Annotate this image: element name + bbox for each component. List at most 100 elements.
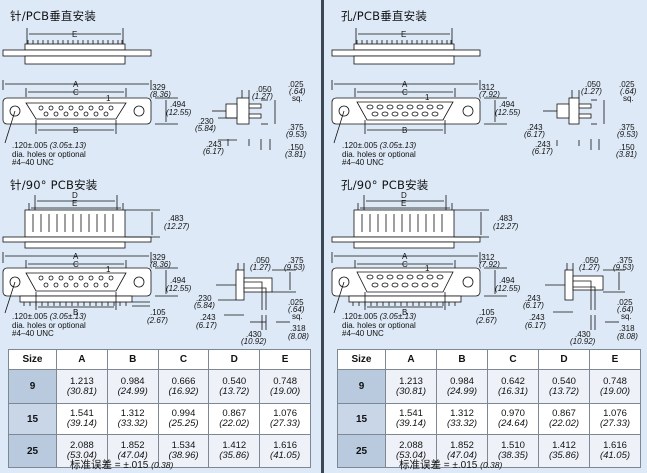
dim-329: .329 [150, 253, 166, 262]
dim-105: .105 [479, 308, 495, 317]
dim-318-mm: (8.08) [617, 332, 638, 341]
dim-025: .025 [288, 298, 304, 307]
dim-150: .150 [619, 143, 635, 152]
dim-025-mm: (.64) [617, 305, 634, 314]
dim-105: .105 [150, 308, 166, 317]
value-cell: 1.076(27.33) [589, 403, 641, 435]
dim-230: .230 [198, 117, 214, 126]
dim-375-mm: (9.53) [286, 130, 307, 139]
tolerance-label: 标准误差 [399, 459, 441, 471]
dim-025-mm: (.64) [288, 305, 305, 314]
dim-243: .243 [200, 313, 216, 322]
note-line-3: #4–40 UNC [12, 158, 54, 167]
note-line-1: .120±.005 (3.05±.13) [342, 312, 417, 321]
value-cell: 1.852(47.04) [106, 434, 159, 468]
dim-430: .430 [246, 330, 262, 339]
dim-243-b: .243 [535, 140, 551, 149]
dim-312-mm: (7.92) [479, 90, 500, 99]
dim-329-mm: (8.36) [150, 90, 171, 99]
dim-b-label: B [73, 126, 78, 135]
dim-243-mm: (6.17) [196, 321, 217, 330]
dim-050: .050 [585, 80, 601, 89]
dim-483: .483 [497, 214, 513, 223]
dim-c-label: C [402, 88, 408, 97]
value-cell: 0.642(16.31) [487, 369, 539, 404]
dim-483: .483 [168, 214, 184, 223]
dim-375-mm: (9.53) [613, 263, 634, 272]
dim-494: .494 [499, 100, 515, 109]
hole-note-bottom: .120±.005 (3.05±.13) dia. holes or optio… [12, 312, 86, 339]
dim-050-mm: (1.27) [250, 263, 271, 272]
dim-243-a: .243 [527, 123, 543, 132]
heading-socket-90: 孔/90° PCB安装 [341, 178, 429, 192]
dim-312: .312 [479, 83, 495, 92]
dim-494-mm: (12.55) [495, 284, 521, 293]
table-row: 9 1.213(30.81) 0.984(24.99) 0.666(16.92)… [8, 369, 311, 404]
dim-b-label: B [402, 126, 407, 135]
table-header: Size [337, 349, 386, 370]
value-cell: 2.088(53.04) [385, 434, 437, 468]
dim-a-label: A [402, 80, 408, 89]
dim-243-a-mm: (6.17) [523, 301, 544, 310]
hole-note-top: .120±.005 (3.05±.13) dia. holes or optio… [12, 141, 87, 168]
dim-243: .243 [206, 140, 222, 149]
dim-105-mm: (2.67) [147, 316, 168, 325]
note-line-1: .120±.005 (3.05±.13) [12, 141, 87, 150]
dim-025-mm: (.64) [289, 87, 306, 96]
table-row: 25 2.088(53.04) 1.852(47.04) 1.534(38.96… [8, 434, 311, 468]
value-cell: 0.867(22.02) [538, 403, 590, 435]
value-cell: 1.312(33.32) [436, 403, 488, 435]
value-cell: 1.412(35.86) [208, 434, 261, 468]
table-header: B [436, 349, 488, 370]
dim-375: .375 [288, 123, 304, 132]
table-header: C [157, 349, 210, 370]
note-line-2: dia. holes or optional [12, 149, 86, 159]
dim-494-mm: (12.55) [495, 108, 521, 117]
left-panel-pin: 针/PCB垂直安装 [0, 0, 318, 473]
dim-150-mm: (3.81) [616, 150, 637, 159]
dim-025: .025 [617, 298, 633, 307]
value-cell: 0.666(16.92) [157, 369, 210, 404]
tolerance-value: = ±.015 [114, 460, 149, 471]
value-cell: 1.541(39.14) [56, 403, 108, 435]
dim-a-label: A [402, 252, 408, 261]
dimension-table: Size A B C D E 9 1.213(30.81) 0.984(24.9… [337, 349, 641, 468]
value-cell: 1.076(27.33) [259, 403, 311, 435]
dim-025: .025 [619, 80, 635, 89]
dim-b-label: B [73, 308, 78, 317]
table-header: D [538, 349, 590, 370]
size-cell: 9 [337, 369, 386, 404]
dim-b-label: B [402, 308, 407, 317]
tolerance-label: 标准误差 [70, 459, 112, 471]
dim-230-mm: (5.84) [194, 301, 215, 310]
dim-025: .025 [288, 80, 304, 89]
dim-483-mm: (12.27) [493, 222, 519, 231]
dim-sq: sq. [292, 94, 303, 103]
value-cell: 0.748(19.00) [259, 369, 311, 404]
dim-430: .430 [575, 330, 591, 339]
dim-sq: sq. [623, 94, 634, 103]
value-cell: 1.312(33.32) [106, 403, 159, 435]
dim-318-mm: (8.08) [288, 332, 309, 341]
dim-050-mm: (1.27) [579, 263, 600, 272]
dim-150-mm: (3.81) [285, 150, 306, 159]
table-header: A [385, 349, 437, 370]
table-row: 15 1.541(39.14) 1.312(33.32) 0.994(25.25… [8, 403, 311, 435]
dim-312: .312 [479, 253, 495, 262]
hole-note-top: .120±.005 (3.05±.13) dia. holes or optio… [342, 141, 416, 168]
panel-divider [321, 0, 324, 473]
dim-430-mm: (10.92) [241, 337, 267, 346]
value-cell: 1.412(35.86) [538, 434, 590, 468]
value-cell: 1.616(41.05) [259, 434, 311, 468]
pin1-label: 1 [425, 264, 430, 273]
dim-375: .375 [619, 123, 635, 132]
dim-105-mm: (2.67) [476, 316, 497, 325]
value-cell: 0.867(22.02) [208, 403, 261, 435]
dim-312-mm: (7.92) [479, 260, 500, 269]
dim-243-b-mm: (6.17) [525, 321, 546, 330]
value-cell: 0.970(24.64) [487, 403, 539, 435]
note-line-3: #4–40 UNC [342, 158, 384, 167]
table-header: E [589, 349, 641, 370]
heading-socket-vertical: 孔/PCB垂直安装 [341, 9, 428, 23]
heading-pin-90: 针/90° PCB安装 [10, 178, 98, 192]
